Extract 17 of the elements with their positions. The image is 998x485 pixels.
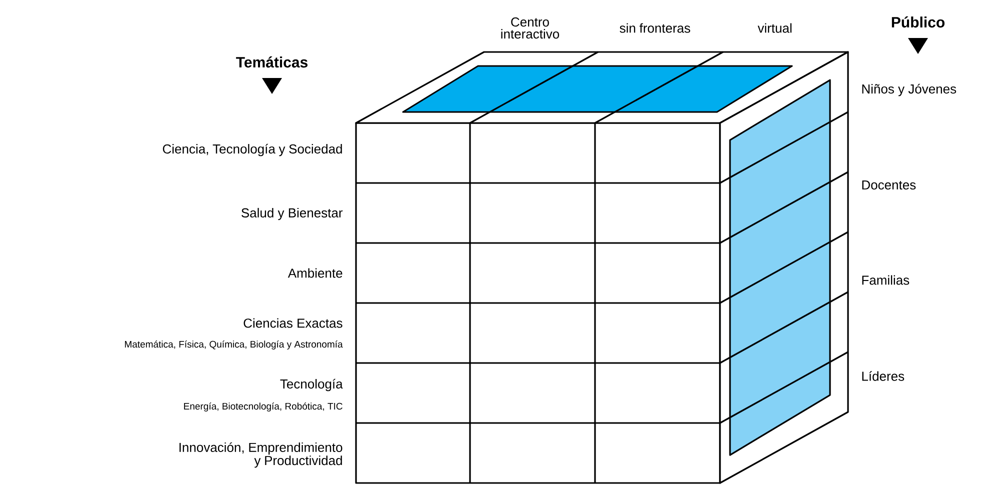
- column-header: Centro interactivo: [501, 17, 560, 39]
- column-header: virtual: [758, 23, 792, 33]
- audience-label: Familias: [862, 275, 910, 285]
- row-label: Salud y Bienestar: [242, 208, 343, 220]
- audience-label: Líderes: [862, 371, 904, 381]
- row-label: Ciencias Exactas: [244, 318, 342, 328]
- row-label: Ambiente: [288, 268, 342, 278]
- column-header: sin fronteras: [620, 23, 690, 33]
- row-label: Innovación, Emprendimiento y Productividad: [180, 442, 342, 468]
- row-subtitle: Matemática, Física, Química, Biología y Astronomía: [125, 340, 343, 350]
- row-label: Ciencia, Tecnología y Sociedad: [162, 144, 342, 156]
- row-label: Tecnología: [280, 378, 343, 392]
- audience-label: Docentes: [862, 180, 916, 190]
- heading: Temáticas: [236, 56, 308, 68]
- audience-label: Niños y Jóvenes: [862, 84, 956, 96]
- heading: Público: [892, 16, 945, 28]
- row-subtitle: Energía, Biotecnología, Robótica, TIC: [184, 402, 342, 412]
